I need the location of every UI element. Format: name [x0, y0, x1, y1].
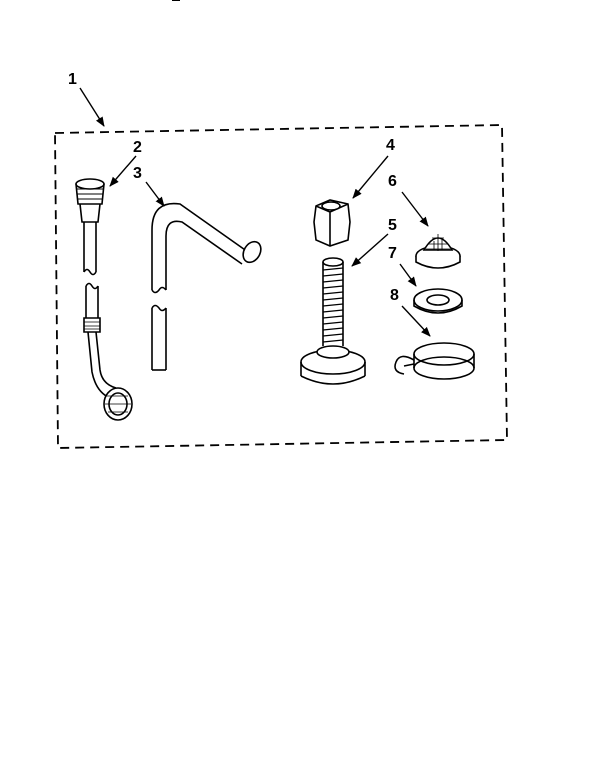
part-5-leveling-leg — [300, 257, 366, 385]
leader-2 — [109, 155, 137, 187]
leader-5 — [351, 233, 389, 267]
leader-7 — [399, 263, 417, 287]
leader-3 — [145, 181, 165, 207]
leader-1 — [79, 87, 105, 127]
callout-2: 2 — [133, 139, 142, 156]
part-6-screen-washer — [415, 234, 461, 269]
part-8-hose-clamp — [394, 342, 475, 380]
callout-4: 4 — [386, 137, 395, 154]
leader-6 — [401, 191, 429, 227]
part-2-inlet-hose — [75, 178, 133, 421]
callout-5: 5 — [388, 217, 397, 234]
callout-1: 1 — [68, 71, 77, 88]
part-3-drain-tube — [151, 202, 262, 371]
leader-8 — [401, 305, 431, 337]
callout-7: 7 — [388, 245, 397, 262]
callout-8: 8 — [390, 287, 399, 304]
callout-3: 3 — [133, 165, 142, 182]
part-7-flat-washer — [413, 288, 463, 314]
part-4-hex-nut — [313, 199, 351, 247]
callout-6: 6 — [388, 173, 397, 190]
leader-4 — [352, 155, 389, 199]
